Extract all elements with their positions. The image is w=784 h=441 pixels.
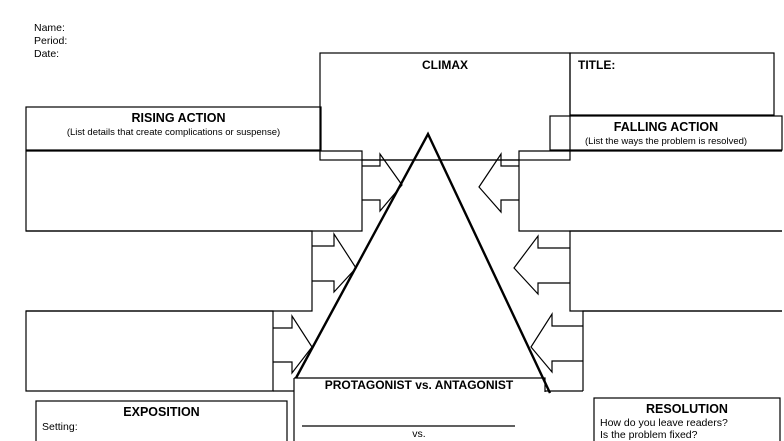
falling-action-header-box [549,115,783,151]
falling-action-label: FALLING ACTION [613,120,719,134]
rising-arrow-3 [273,313,313,375]
falling-arrow-1 [478,152,519,214]
rising-action-header-box [25,106,322,151]
exposition-label: EXPOSITION [123,405,200,419]
conflict-label: PROTAGONIST vs. ANTAGONIST [324,378,514,392]
rising-action-label: RISING ACTION [131,111,226,125]
title-label: TITLE: [578,58,616,72]
date-label: Date: [34,48,60,60]
rising-arrow-2 [312,231,357,294]
vs-label: vs. [412,428,426,440]
period-label: Period: [34,35,68,47]
resolution-question-1: How do you leave readers? [600,417,728,429]
falling-row-3 [582,310,782,391]
falling-action-subtitle: (List the ways the problem is resolved) [584,136,748,147]
resolution-label: RESOLUTION [646,402,728,416]
falling-row-2 [569,230,782,312]
rising-row-3 [25,310,274,392]
title-box [569,52,775,116]
exposition-box [35,400,288,441]
setting-label: Setting: [42,421,78,433]
conflict-box [273,377,546,441]
name-label: Name: [34,22,65,34]
climax-label: CLIMAX [422,58,468,72]
resolution-question-2: Is the problem fixed? [600,429,698,441]
rising-arrow-1 [362,152,403,213]
rising-row-1 [25,150,363,232]
falling-arrow-2 [513,234,570,296]
falling-arrow-3 [530,311,583,374]
rising-action-subtitle: (List details that create complications … [66,127,281,138]
resolution-box [593,397,781,441]
rising-row-2 [26,230,313,312]
falling-row-1 [518,150,782,232]
plot-triangle [294,131,552,394]
